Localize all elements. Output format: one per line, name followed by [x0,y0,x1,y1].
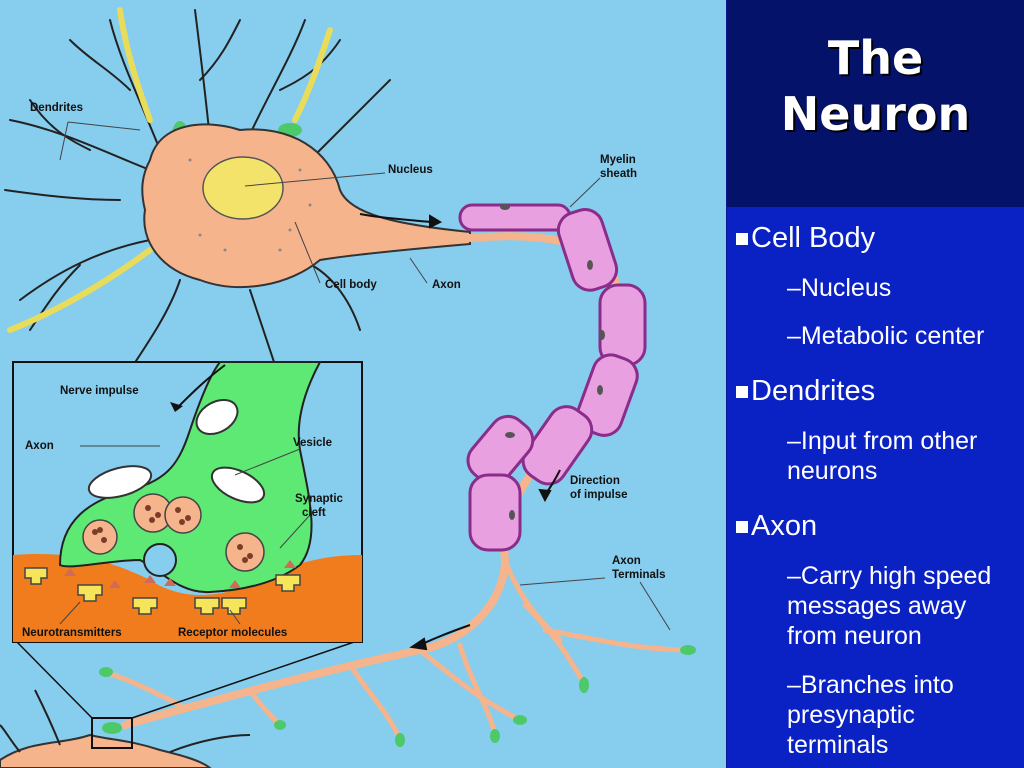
bullet-label: Cell Body [751,222,876,254]
inset-connector-right [131,639,361,719]
inset-connector-left [14,639,93,719]
sub-bullet-input: –Input from other neurons [787,427,978,485]
myelin-nuclei [500,204,605,520]
inset-label-axon: Axon [25,440,54,452]
sub-bullet-metabolic-center: –Metabolic center [787,322,985,350]
target-neuron [0,733,212,768]
label-terminals-line2: Terminals [612,569,665,581]
axon-terminals [102,557,693,743]
bullet-cell-body: Cell Body [736,222,875,254]
cytoplasm-dots [188,158,312,252]
label-nucleus: Nucleus [388,164,433,176]
bullet-axon: Axon [736,510,817,542]
bullet-label: Axon [751,510,818,542]
neuron-diagram: Dendrites Nucleus Myelin sheath Cell bod… [0,0,726,768]
label-myelin-line2: sheath [600,168,637,180]
inset-label-synaptic-line1: Synaptic [295,493,344,505]
synapse-inset [12,361,363,643]
label-direction-line2: of impulse [570,489,628,501]
label-cell-body: Cell body [325,279,377,291]
label-myelin-line1: Myelin [600,154,636,166]
label-terminals-line1: Axon [612,555,641,567]
bullet-square-icon [736,386,748,398]
bullet-square-icon [736,233,748,245]
sub-bullet-carry: –Carry high speed messages away from neu… [787,562,992,650]
label-direction-line1: Direction [570,475,620,487]
label-dendrites: Dendrites [30,102,83,114]
inset-label-receptor-molecules: Receptor molecules [178,627,287,639]
sub-bullet-branches: –Branches into presynaptic terminals [787,671,954,759]
inset-label-synaptic-line2: cleft [302,507,326,519]
title-panel: The Neuron [727,0,1024,207]
nucleus-shape [202,156,284,220]
title-line-2: Neuron [780,87,971,141]
leader-lines [59,121,671,631]
myelin-sheath [458,203,647,552]
terminal-green-tips [99,645,696,747]
inset-source-box [91,717,133,749]
dendrite-highlights [7,7,333,333]
bullet-label: Dendrites [751,375,876,407]
inset-label-vesicle: Vesicle [293,437,332,449]
label-axon: Axon [432,279,461,291]
title-line-1: The [827,31,924,85]
slide-title: The Neuron [727,30,1024,142]
inset-label-neurotransmitters: Neurotransmitters [22,627,122,639]
direction-arrows [359,213,561,651]
inset-label-nerve-impulse: Nerve impulse [60,385,139,397]
target-dendrites [0,689,251,753]
bullet-square-icon [736,521,748,533]
bullet-dendrites: Dendrites [736,375,875,407]
bullet-panel: Cell Body –Nucleus –Metabolic center Den… [727,207,1024,768]
sub-bullet-nucleus: –Nucleus [787,274,892,302]
